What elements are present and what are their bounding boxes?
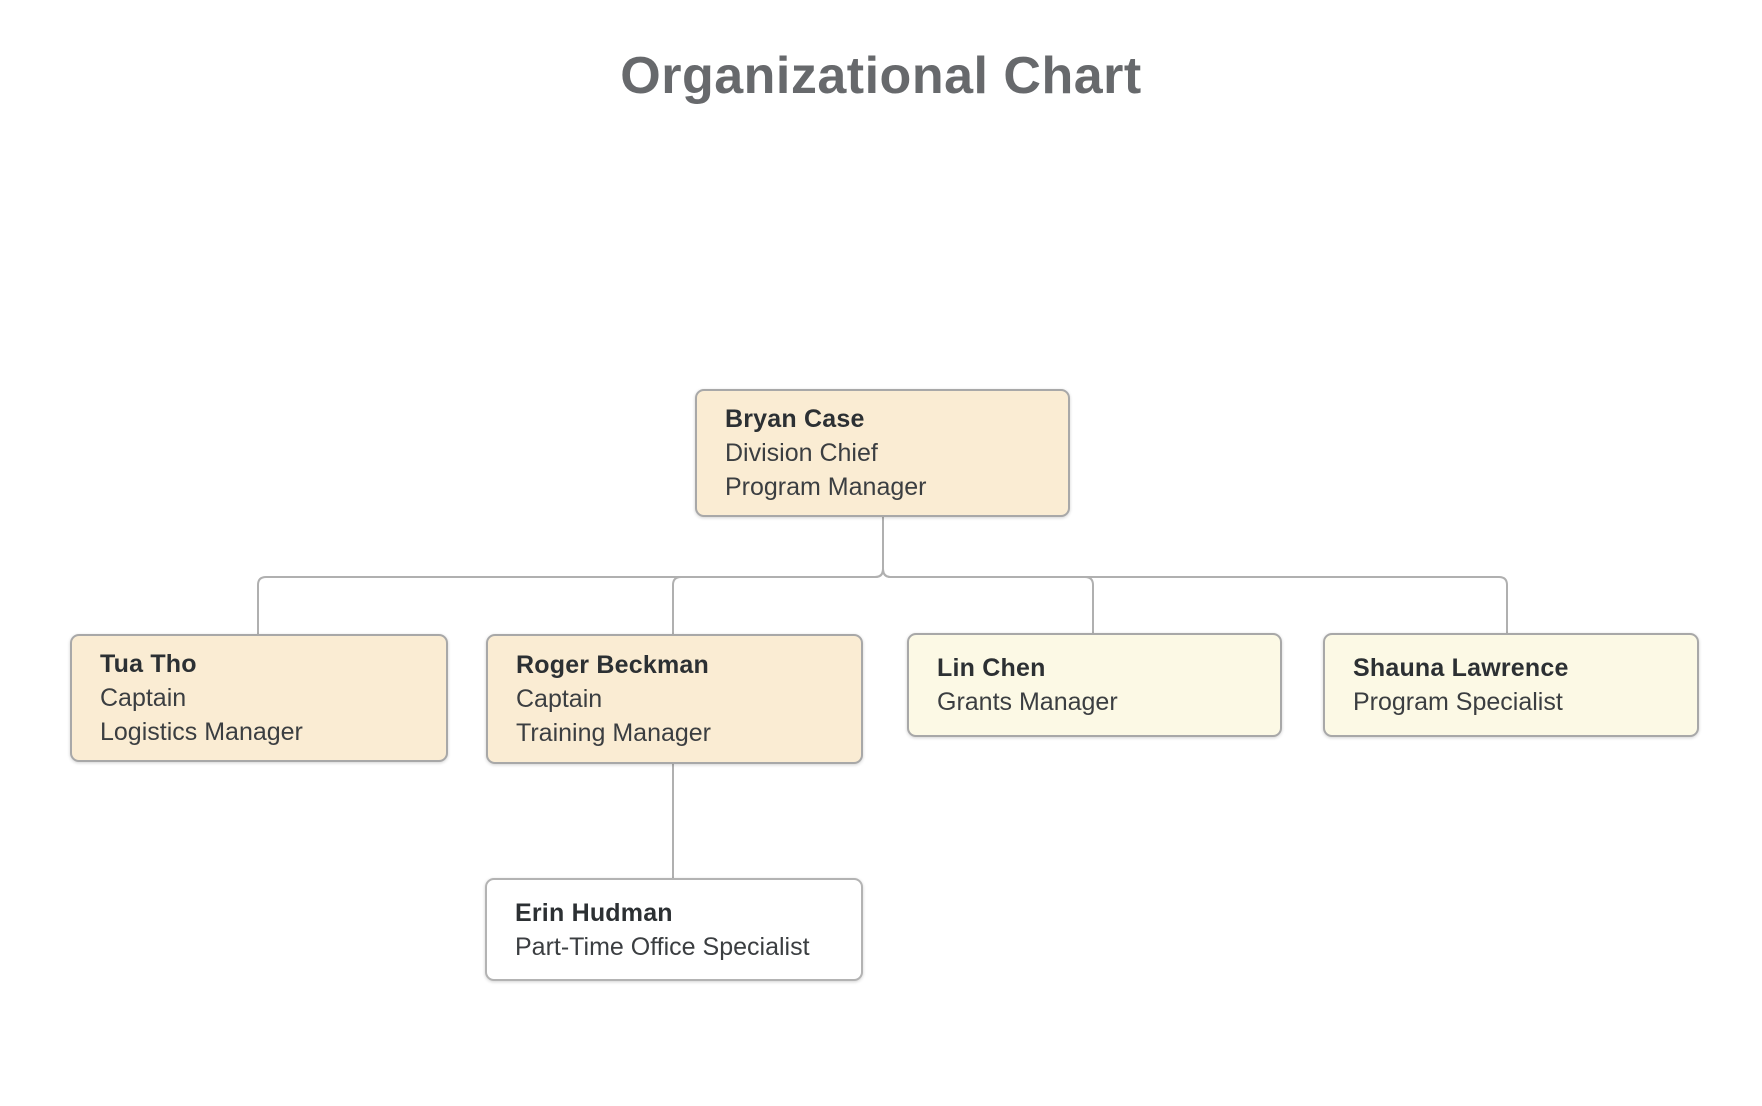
org-node-shauna-lawrence: Shauna Lawrence Program Specialist bbox=[1323, 633, 1699, 737]
person-role: Program Manager bbox=[725, 473, 927, 501]
person-role: Captain bbox=[516, 685, 603, 713]
org-node-lin-chen: Lin Chen Grants Manager bbox=[907, 633, 1282, 737]
person-role: Training Manager bbox=[516, 719, 712, 747]
person-role: Program Specialist bbox=[1353, 688, 1563, 716]
person-name: Tua Tho bbox=[100, 650, 197, 678]
person-role: Part-Time Office Specialist bbox=[515, 932, 810, 961]
connector-bryan-lin bbox=[882, 517, 1094, 633]
page-title: Organizational Chart bbox=[620, 47, 1142, 105]
org-node-roger-beckman: Roger Beckman Captain Training Manager bbox=[486, 634, 863, 764]
person-name: Shauna Lawrence bbox=[1353, 654, 1569, 682]
org-node-tua-tho: Tua Tho Captain Logistics Manager bbox=[70, 634, 448, 762]
org-node-bryan-case: Bryan Case Division Chief Program Manage… bbox=[695, 389, 1070, 517]
person-name: Roger Beckman bbox=[516, 651, 709, 679]
person-name: Lin Chen bbox=[937, 654, 1046, 682]
connector-bryan-roger bbox=[672, 517, 884, 634]
person-role: Logistics Manager bbox=[100, 718, 303, 746]
person-role: Division Chief bbox=[725, 439, 878, 467]
org-node-erin-hudman: Erin Hudman Part-Time Office Specialist bbox=[485, 878, 863, 981]
person-role: Captain bbox=[100, 684, 187, 712]
person-role: Grants Manager bbox=[937, 688, 1118, 716]
person-name: Bryan Case bbox=[725, 405, 865, 433]
connector-bryan-tua bbox=[257, 517, 884, 634]
connector-bryan-shauna bbox=[882, 517, 1508, 633]
person-name: Erin Hudman bbox=[515, 898, 673, 927]
